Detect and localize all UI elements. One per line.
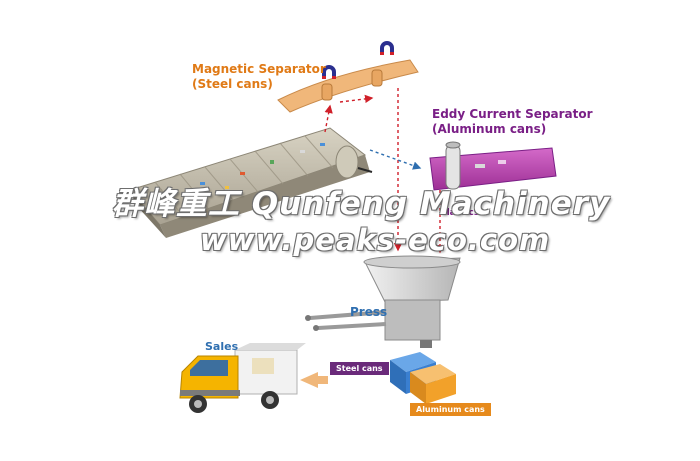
plastics-label: Plastics bbox=[440, 208, 480, 218]
press-label: Press bbox=[350, 305, 388, 319]
magnetic-separator-label: Magnetic Separator bbox=[192, 62, 326, 76]
watermark-brand: 群峰重工 Qunfeng Machinery bbox=[112, 186, 611, 222]
aluminum-cans-box bbox=[410, 364, 456, 404]
conveyor-belt bbox=[129, 127, 373, 238]
delivery-truck bbox=[179, 343, 306, 413]
eddy-current-separator-sublabel: (Aluminum cans) bbox=[432, 122, 547, 136]
flow-arrow-to-eddy bbox=[369, 149, 422, 170]
watermark-url: www.peaks-eco.com bbox=[200, 223, 551, 257]
aluminum-cans-tag: Aluminum cans bbox=[410, 403, 491, 416]
eddy-current-separator bbox=[429, 141, 557, 191]
magnetic-separator-sublabel: (Steel cans) bbox=[192, 77, 273, 91]
magnet-icon bbox=[380, 41, 394, 55]
arrow-to-sales bbox=[300, 372, 328, 388]
steel-cans-tag: Steel cans bbox=[330, 362, 389, 375]
press-hopper bbox=[305, 255, 461, 348]
flow-arrows bbox=[324, 88, 445, 254]
magnetic-separator bbox=[277, 41, 419, 113]
sales-label: Sales bbox=[205, 340, 239, 353]
magnet-icon bbox=[322, 65, 336, 79]
eddy-current-separator-label: Eddy Current Separator bbox=[432, 107, 593, 121]
